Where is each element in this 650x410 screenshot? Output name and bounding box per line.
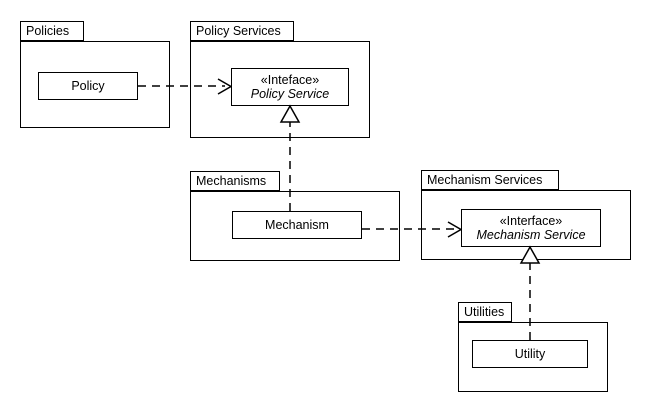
class-name-policy: Policy xyxy=(71,78,105,93)
class-name-utility: Utility xyxy=(514,346,546,361)
package-tab-policy-services[interactable]: Policy Services xyxy=(190,21,294,41)
interface-name-mechanism-service: Mechanism Service xyxy=(476,228,586,242)
package-tab-mechanism-services[interactable]: Mechanism Services xyxy=(421,170,559,190)
stereotype-policy-service: «Inteface» xyxy=(260,72,320,87)
class-utility[interactable]: Utility xyxy=(472,340,588,368)
class-mechanism[interactable]: Mechanism xyxy=(232,211,362,239)
package-label-mechanisms: Mechanisms xyxy=(196,173,267,188)
class-policy[interactable]: Policy xyxy=(38,72,138,100)
package-tab-utilities[interactable]: Utilities xyxy=(458,302,512,322)
package-tab-mechanisms[interactable]: Mechanisms xyxy=(190,171,280,191)
interface-name-policy-service: Policy Service xyxy=(250,87,330,101)
interface-policy-service[interactable]: «Inteface» Policy Service xyxy=(231,68,349,106)
package-tab-policies[interactable]: Policies xyxy=(20,21,84,41)
package-label-utilities: Utilities xyxy=(464,304,505,319)
package-label-policies: Policies xyxy=(26,23,70,38)
package-label-mechanism-services: Mechanism Services xyxy=(427,172,543,187)
package-label-policy-services: Policy Services xyxy=(196,23,281,38)
stereotype-mechanism-service: «Interface» xyxy=(499,213,563,228)
interface-mechanism-service[interactable]: «Interface» Mechanism Service xyxy=(461,209,601,247)
class-name-mechanism: Mechanism xyxy=(265,217,329,232)
